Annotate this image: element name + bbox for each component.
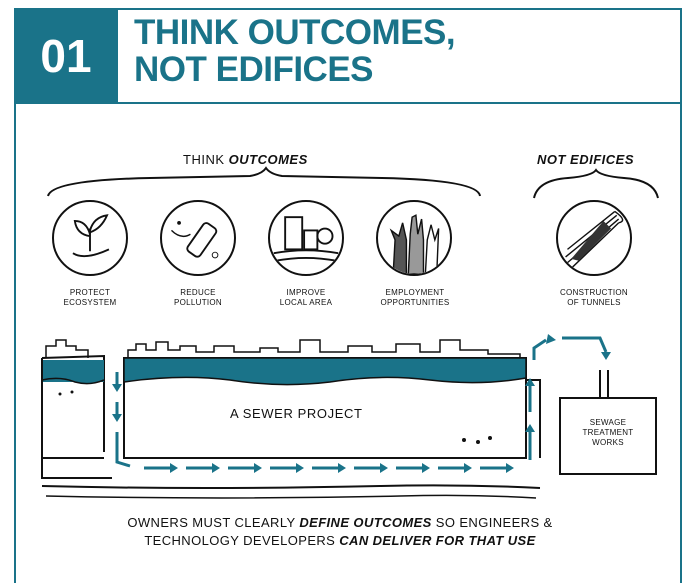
outcomes-brace [47, 166, 481, 197]
footer-1c: SO ENGINEERS & [431, 515, 553, 530]
outcome-label-2: REDUCE POLLUTION [148, 288, 248, 308]
left-water-band [42, 360, 104, 382]
project-water-band [123, 357, 527, 386]
outcome-3-line1: IMPROVE [286, 288, 326, 297]
ground-line-2 [45, 494, 537, 499]
footer-2b: CAN DELIVER FOR THAT USE [339, 533, 536, 548]
plant-line1: SEWAGE [589, 418, 627, 427]
outcomes-heading-prefix: THINK [183, 152, 225, 167]
panel-frame [14, 8, 682, 583]
edifices-brace [533, 168, 659, 199]
section-number: 01 [14, 8, 118, 104]
plant-line2: TREATMENT [582, 428, 634, 437]
pollution-icon [160, 200, 236, 276]
project-label: A SEWER PROJECT [230, 406, 363, 421]
outcome-2-line1: REDUCE [180, 288, 216, 297]
flow-arrowheads [112, 334, 611, 473]
page-title: THINK OUTCOMES, NOT EDIFICES [134, 13, 456, 89]
plant-inlet [599, 370, 609, 398]
title-bar: THINK OUTCOMES, NOT EDIFICES [118, 8, 682, 104]
outcome-1-line2: ECOSYSTEM [63, 298, 117, 307]
outcome-1-line1: PROTECT [69, 288, 111, 297]
footer-line-2: TECHNOLOGY DEVELOPERS CAN DELIVER FOR TH… [40, 532, 640, 550]
edifice-label: CONSTRUCTION OF TUNNELS [544, 288, 644, 308]
edifice-line1: CONSTRUCTION [559, 288, 629, 297]
local-area-icon [268, 200, 344, 276]
edifices-heading: NOT EDIFICES [537, 152, 634, 167]
footer-2a: TECHNOLOGY DEVELOPERS [144, 533, 340, 548]
outcome-label-1: PROTECT ECOSYSTEM [40, 288, 140, 308]
skyline-main [127, 339, 521, 358]
treatment-plant-box [559, 397, 657, 475]
outcomes-heading: THINK OUTCOMES [183, 152, 308, 167]
skyline-left [45, 339, 89, 358]
ecosystem-icon [52, 200, 128, 276]
employment-icon [376, 200, 452, 276]
outcome-label-3: IMPROVE LOCAL AREA [256, 288, 356, 308]
outcome-3-line2: LOCAL AREA [279, 298, 333, 307]
outcome-2-line2: POLLUTION [173, 298, 223, 307]
ground-line-1 [41, 484, 541, 489]
title-line-2: NOT EDIFICES [134, 50, 374, 89]
plant-line3: WORKS [592, 438, 624, 447]
outcome-label-4: EMPLOYMENT OPPORTUNITIES [360, 288, 470, 308]
outcome-4-line2: OPPORTUNITIES [380, 298, 450, 307]
footer-1b: DEFINE OUTCOMES [299, 515, 432, 530]
outcomes-heading-emph: OUTCOMES [228, 152, 308, 167]
footer-line-1: OWNERS MUST CLEARLY DEFINE OUTCOMES SO E… [40, 514, 640, 532]
tunnel-icon [556, 200, 632, 276]
edifices-heading-text: NOT EDIFICES [537, 152, 635, 167]
flow-arrows [115, 336, 608, 470]
title-line-1: THINK OUTCOMES, [134, 13, 456, 52]
treatment-plant-label: SEWAGE TREATMENT WORKS [560, 418, 656, 448]
footer-1a: OWNERS MUST CLEARLY [127, 515, 300, 530]
outcome-4-line1: EMPLOYMENT [385, 288, 445, 297]
edifice-line2: OF TUNNELS [567, 298, 621, 307]
